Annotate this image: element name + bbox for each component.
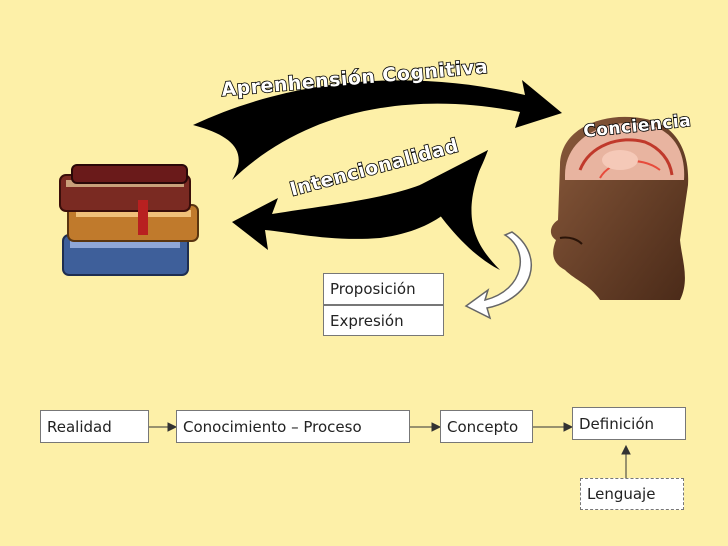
books-icon (59, 164, 199, 276)
conocimiento-proceso-box: Conocimiento – Proceso (176, 410, 410, 443)
intentionality-arrow (232, 150, 500, 270)
flow-connectors (149, 422, 631, 478)
realidad-box: Realidad (40, 410, 149, 443)
concepto-box: Concepto (440, 410, 533, 443)
feedback-curved-arrow (464, 231, 532, 320)
proposicion-box: Proposición (323, 273, 444, 305)
expresion-box: Expresión (323, 305, 444, 336)
lenguaje-box: Lenguaje (580, 478, 684, 510)
human-head-icon (550, 116, 689, 301)
definicion-box: Definición (572, 407, 686, 440)
apprehension-arrow (193, 80, 562, 180)
